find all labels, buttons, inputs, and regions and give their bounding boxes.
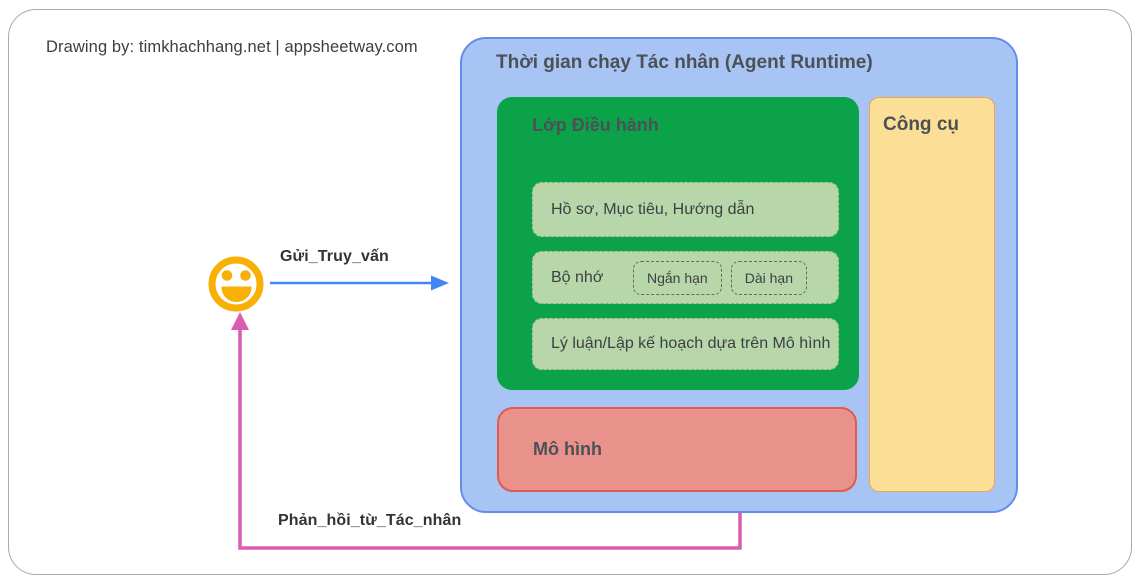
model-box: Mô hình (497, 407, 857, 492)
reasoning-planning-box: Lý luận/Lập kế hoạch dựa trên Mô hình (532, 318, 839, 370)
long-term-memory-chip: Dài hạn (730, 260, 807, 295)
orchestration-layer-title: Lớp Điều hành (532, 115, 659, 135)
memory-box: Bộ nhớ Ngắn hạn Dài hạn (532, 251, 839, 304)
tools-box: Công cụ (869, 97, 995, 492)
agent-runtime-container: Thời gian chạy Tác nhân (Agent Runtime) … (460, 37, 1018, 513)
query-arrow-label: Gửi_Truy_vấn (280, 248, 389, 265)
tools-title: Công cụ (883, 114, 959, 135)
memory-label: Bộ nhớ (551, 268, 604, 286)
model-title: Mô hình (533, 439, 602, 459)
reasoning-planning-label: Lý luận/Lập kế hoạch dựa trên Mô hình (551, 335, 831, 352)
profile-goals-instructions-label: Hồ sơ, Mục tiêu, Hướng dẫn (551, 200, 755, 218)
orchestration-layer-box: Lớp Điều hành Hồ sơ, Mục tiêu, Hướng dẫn… (497, 97, 859, 390)
profile-goals-instructions-box: Hồ sơ, Mục tiêu, Hướng dẫn (532, 182, 839, 237)
short-term-memory-chip: Ngắn hạn (633, 260, 722, 295)
response-arrow-label: Phản_hồi_từ_Tác_nhân (278, 512, 462, 529)
agent-runtime-title: Thời gian chạy Tác nhân (Agent Runtime) (496, 52, 873, 73)
attribution-text: Drawing by: timkhachhang.net | appsheetw… (46, 38, 418, 56)
